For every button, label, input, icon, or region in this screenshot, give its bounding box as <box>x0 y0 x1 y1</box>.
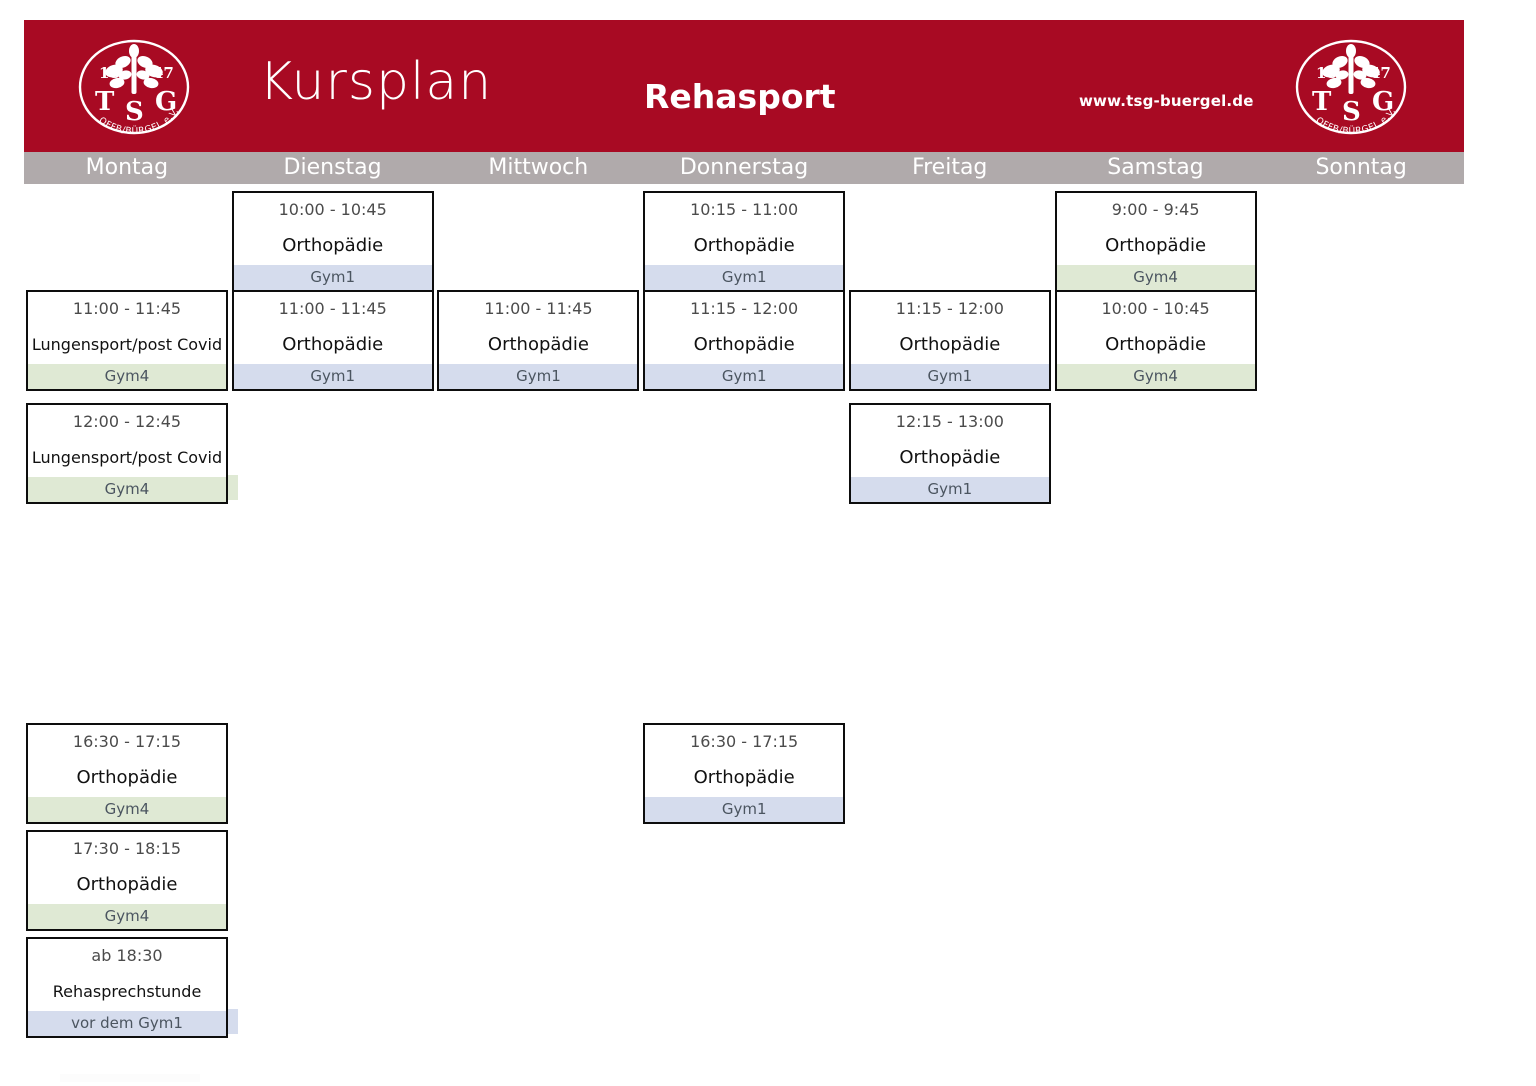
course-name: Orthopädie <box>282 235 384 256</box>
course-room: Gym4 <box>1056 265 1255 290</box>
course-name: Orthopädie <box>693 767 795 788</box>
course-time: 11:00 - 11:45 <box>278 299 387 318</box>
tsg-logo-left: 18 47 T S G OFFB/BÜRGEL e.V. <box>69 38 199 136</box>
course-room: Gym1 <box>645 364 844 389</box>
course-room: Gym1 <box>233 265 432 290</box>
svg-text:18: 18 <box>1316 64 1337 82</box>
website-url[interactable]: www.tsg-buergel.de <box>1079 92 1254 110</box>
course-time: 10:00 - 10:45 <box>1101 299 1210 318</box>
course-time: 11:00 - 11:45 <box>72 299 182 318</box>
course-name: Orthopädie <box>899 334 1001 355</box>
course-time: 10:00 - 10:45 <box>278 200 387 219</box>
svg-text:G: G <box>155 87 177 117</box>
day-header-montag: Montag <box>85 155 169 180</box>
course-room: Gym1 <box>850 477 1049 502</box>
page-artifact <box>60 1074 200 1082</box>
day-header-donnerstag: Donnerstag <box>679 155 809 180</box>
course-time: 17:30 - 18:15 <box>72 839 182 858</box>
svg-text:47: 47 <box>153 64 174 82</box>
course-room: Gym1 <box>850 364 1049 389</box>
page-subtitle: Rehasport <box>644 77 836 116</box>
svg-text:S: S <box>1342 97 1361 127</box>
course-name: Orthopädie <box>693 334 795 355</box>
day-header-row: Montag Dienstag Mittwoch Donnerstag Freitag S… <box>24 152 1464 184</box>
day-header-sonntag: Sonntag <box>1315 155 1407 180</box>
page-title: Kursplan <box>259 52 493 112</box>
day-column-sonntag <box>1258 185 1464 1065</box>
svg-text:T: T <box>1312 87 1332 117</box>
course-time: 10:15 - 11:00 <box>690 200 799 219</box>
course-time: 12:15 - 13:00 <box>895 412 1004 431</box>
course-room: Gym4 <box>28 477 226 502</box>
course-name: Orthopädie <box>76 874 178 895</box>
course-name: Orthopädie <box>693 235 795 256</box>
course-room: vor dem Gym1 <box>28 1011 226 1036</box>
course-name: Orthopädie <box>899 447 1001 468</box>
course-room: Gym4 <box>28 797 226 822</box>
course-time: 11:00 - 11:45 <box>484 299 593 318</box>
day-header-mittwoch: Mittwoch <box>488 155 589 180</box>
course-name: Orthopädie <box>487 334 589 355</box>
course-room: Gym4 <box>28 904 226 929</box>
course-room: Gym1 <box>233 364 432 389</box>
day-header-freitag: Freitag <box>912 155 988 180</box>
svg-text:47: 47 <box>1370 64 1391 82</box>
course-name: Orthopädie <box>1105 235 1207 256</box>
course-room: Gym4 <box>28 364 226 389</box>
course-name: Lungensport/post Covid <box>31 448 223 467</box>
course-name: Rehasprechstunde <box>52 982 202 1001</box>
svg-text:G: G <box>1372 87 1394 117</box>
course-time: 11:15 - 12:00 <box>895 299 1004 318</box>
course-room: Gym1 <box>645 265 844 290</box>
course-name: Lungensport/post Covid <box>31 335 223 354</box>
course-room: Gym1 <box>439 364 638 389</box>
course-time: 16:30 - 17:15 <box>690 732 799 751</box>
svg-text:T: T <box>95 87 115 117</box>
tsg-logo-right: 18 47 T S G OFFB/BÜRGEL e.V. <box>1286 38 1416 136</box>
header-banner: 18 47 T S G OFFB/BÜRGEL e.V. Kursplan Re… <box>24 20 1464 152</box>
course-time: 12:00 - 12:45 <box>72 412 182 431</box>
day-header-samstag: Samstag <box>1107 155 1204 180</box>
course-room: Gym1 <box>645 797 844 822</box>
course-name: Orthopädie <box>1105 334 1207 355</box>
course-time: 11:15 - 12:00 <box>690 299 799 318</box>
course-time: ab 18:30 <box>91 946 163 965</box>
day-header-dienstag: Dienstag <box>283 155 382 180</box>
svg-text:18: 18 <box>99 64 120 82</box>
svg-text:S: S <box>125 97 144 127</box>
course-name: Orthopädie <box>76 767 178 788</box>
course-name: Orthopädie <box>282 334 384 355</box>
course-room: Gym4 <box>1056 364 1255 389</box>
course-time: 9:00 - 9:45 <box>1111 200 1200 219</box>
course-time: 16:30 - 17:15 <box>72 732 182 751</box>
